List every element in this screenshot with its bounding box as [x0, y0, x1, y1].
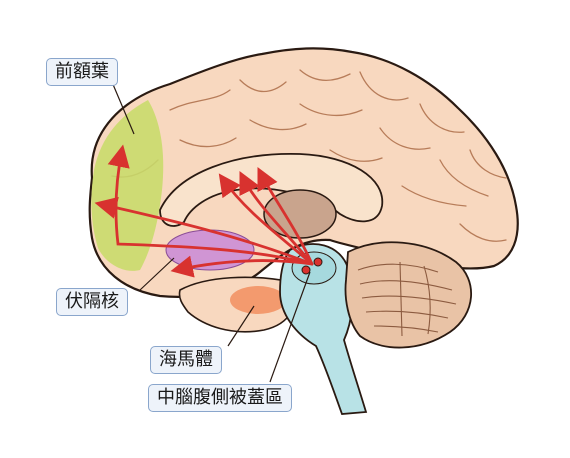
label-prefrontal-cortex: 前額葉 [46, 58, 118, 86]
pathway-to-prefrontal-1 [107, 144, 314, 266]
vta-dopamine-dot-2 [313, 257, 323, 267]
pathway-to-accumbens [170, 255, 314, 278]
label-nucleus-accumbens: 伏隔核 [56, 288, 128, 316]
dopamine-pathways [94, 144, 314, 278]
label-hippocampus: 海馬體 [150, 346, 222, 374]
cerebellum-folia [357, 261, 457, 337]
pathway-to-cortex-3 [257, 166, 314, 266]
pathway-to-cortex-1 [218, 173, 314, 266]
prefrontal-region [91, 100, 164, 271]
pathway-to-prefrontal-2 [94, 196, 314, 266]
pathway-to-cortex-2 [239, 170, 314, 266]
label-vta: 中腦腹側被蓋區 [148, 384, 292, 412]
vta-dopamine-dot-1 [301, 265, 311, 275]
leader-lines [111, 81, 311, 383]
corpus-callosum [159, 153, 384, 227]
hippocampus-region [230, 286, 286, 314]
vta-region [291, 251, 337, 285]
cerebellum [344, 241, 472, 349]
